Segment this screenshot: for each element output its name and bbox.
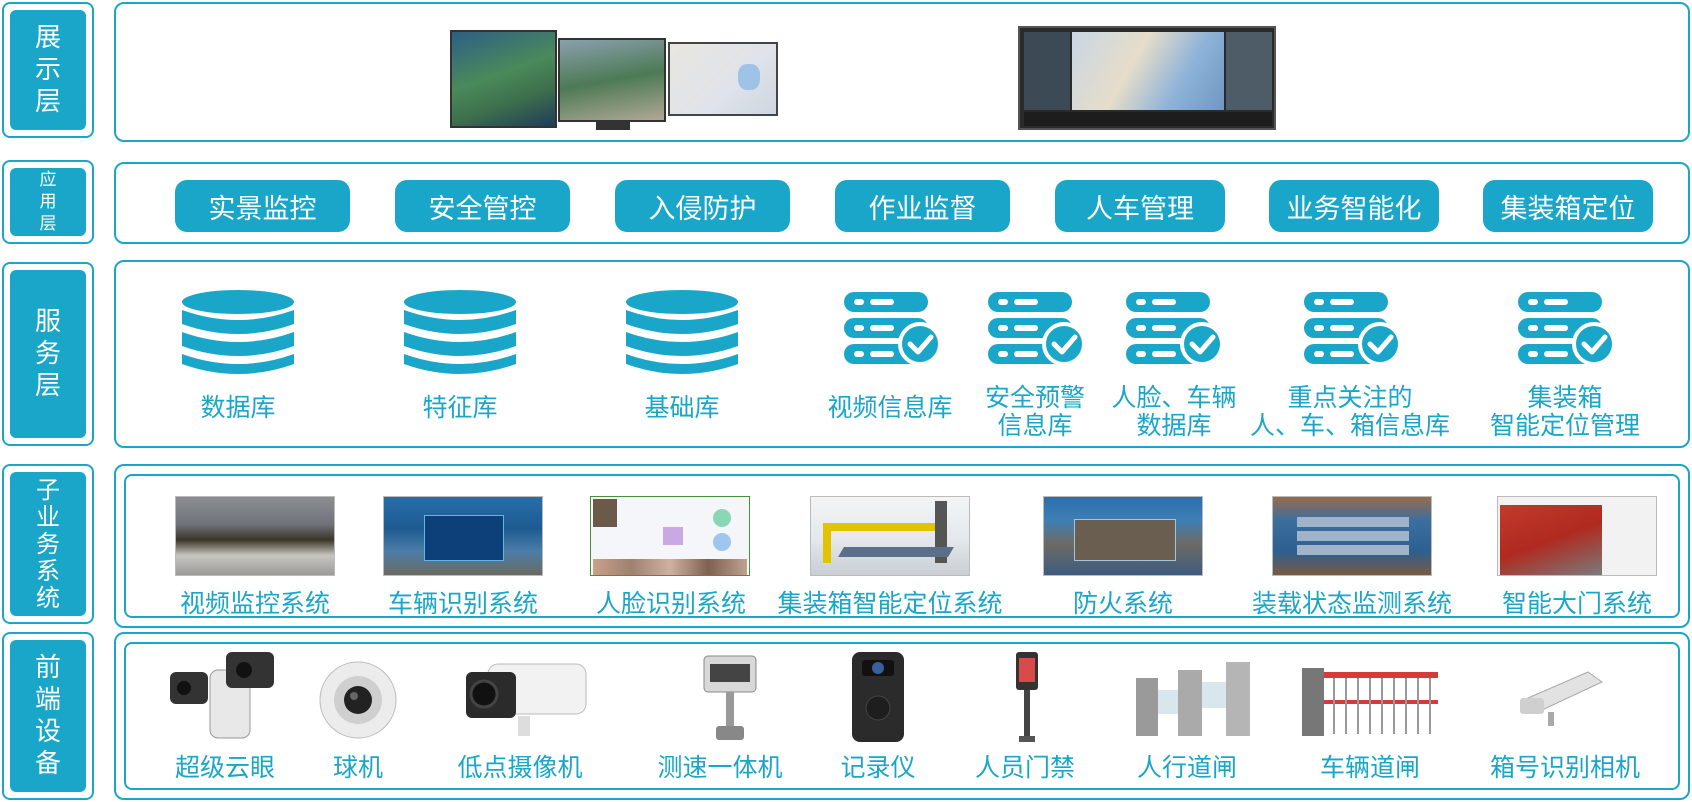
- service-label-container-1: 集装箱: [1527, 383, 1603, 412]
- subsystem-label-smart-gate: 智能大门系统: [1501, 589, 1652, 618]
- layer-label-subsystem-text: 子业务系统: [36, 475, 60, 612]
- barrier-gate-icon: [1302, 668, 1438, 736]
- screenshot-loading-status: [1272, 496, 1432, 576]
- device-label-access-control: 人员门禁: [974, 753, 1075, 782]
- service-label-face-vehicle-2: 数据库: [1136, 411, 1212, 440]
- device-label-super-eye: 超级云眼: [174, 753, 275, 782]
- service-label-face-vehicle-1: 人脸、车辆: [1111, 383, 1237, 412]
- subsystem-label-container-positioning: 集装箱智能定位系统: [777, 589, 1003, 618]
- screenshot-video-monitoring: [175, 496, 335, 576]
- app-item-operation-supervision[interactable]: 作业监督: [835, 180, 1010, 232]
- app-item-container-positioning[interactable]: 集装箱定位: [1483, 180, 1653, 232]
- layer-label-display: 展示层: [2, 2, 94, 138]
- device-label-speed-camera: 测速一体机: [657, 753, 783, 782]
- screenshot-face-recognition: [590, 496, 750, 576]
- server-check-icon: [844, 292, 942, 366]
- body-recorder-icon: [852, 652, 904, 742]
- database-icon: [182, 290, 294, 374]
- device-label-container-id-camera: 箱号识别相机: [1489, 753, 1640, 782]
- service-label-container-2: 智能定位管理: [1489, 411, 1640, 440]
- screenshot-fire-prevention: [1043, 496, 1203, 576]
- layer-label-frontend: 前端设备: [2, 632, 94, 800]
- turnstile-icon: [1136, 662, 1250, 736]
- database-icon: [626, 290, 738, 374]
- app-item-people-vehicle-management[interactable]: 人车管理: [1055, 180, 1225, 232]
- app-item-live-monitoring[interactable]: 实景监控: [175, 180, 350, 232]
- device-label-vehicle-barrier: 车辆道闸: [1319, 753, 1420, 782]
- layer-label-frontend-text: 前端设备: [34, 653, 61, 779]
- face-terminal-icon: [1016, 652, 1038, 742]
- layer-label-application-text: 应用层: [39, 170, 57, 234]
- screenshot-container-positioning: [810, 496, 970, 576]
- server-check-icon: [1126, 292, 1224, 366]
- dome-camera-icon: [319, 661, 397, 739]
- layer-label-display-text: 展示层: [34, 23, 61, 117]
- service-label-key-focus-1: 重点关注的: [1287, 383, 1413, 412]
- subsystem-label-video-monitoring: 视频监控系统: [179, 589, 330, 618]
- service-label-safety-alert-1: 安全预警: [984, 383, 1085, 412]
- subsystem-label-fire-prevention: 防火系统: [1072, 589, 1173, 618]
- device-label-recorder: 记录仪: [840, 753, 916, 782]
- screenshot-smart-gate: [1497, 496, 1657, 576]
- service-label-video-info: 视频信息库: [827, 393, 953, 422]
- speed-camera-icon: [703, 655, 757, 740]
- box-camera-icon: [1520, 671, 1603, 726]
- subsystem-label-loading-status: 装载状态监测系统: [1251, 589, 1452, 618]
- subsystem-label-vehicle-recognition: 车辆识别系统: [387, 589, 538, 618]
- service-label-database: 数据库: [200, 393, 276, 422]
- app-item-safety-control[interactable]: 安全管控: [395, 180, 570, 232]
- service-label-base-library: 基础库: [644, 393, 720, 422]
- device-label-low-point-camera: 低点摄像机: [457, 753, 583, 782]
- layer-label-subsystem: 子业务系统: [2, 464, 94, 624]
- layer-label-service-text: 服务层: [34, 307, 61, 401]
- video-wall-image: [1018, 26, 1276, 130]
- bullet-camera-icon: [466, 663, 587, 736]
- layer-label-application: 应用层: [2, 160, 94, 244]
- app-item-intrusion-protection[interactable]: 入侵防护: [615, 180, 790, 232]
- app-item-business-intelligence[interactable]: 业务智能化: [1269, 180, 1439, 232]
- triple-monitor-image: [450, 28, 780, 132]
- device-label-dome-camera: 球机: [332, 753, 383, 782]
- dual-camera-icon: [170, 652, 274, 739]
- service-label-key-focus-2: 人、车、箱信息库: [1250, 411, 1451, 440]
- subsystem-label-face-recognition: 人脸识别系统: [595, 589, 746, 618]
- screenshot-vehicle-recognition: [383, 496, 543, 576]
- service-label-feature-library: 特征库: [422, 393, 498, 422]
- layer-label-service: 服务层: [2, 262, 94, 446]
- service-label-safety-alert-2: 信息库: [997, 411, 1073, 440]
- server-check-icon: [988, 292, 1086, 366]
- display-panel: [114, 2, 1690, 142]
- device-label-pedestrian-gate: 人行道闸: [1136, 753, 1237, 782]
- server-check-icon: [1304, 292, 1402, 366]
- server-check-icon: [1518, 292, 1616, 366]
- database-icon: [404, 290, 516, 374]
